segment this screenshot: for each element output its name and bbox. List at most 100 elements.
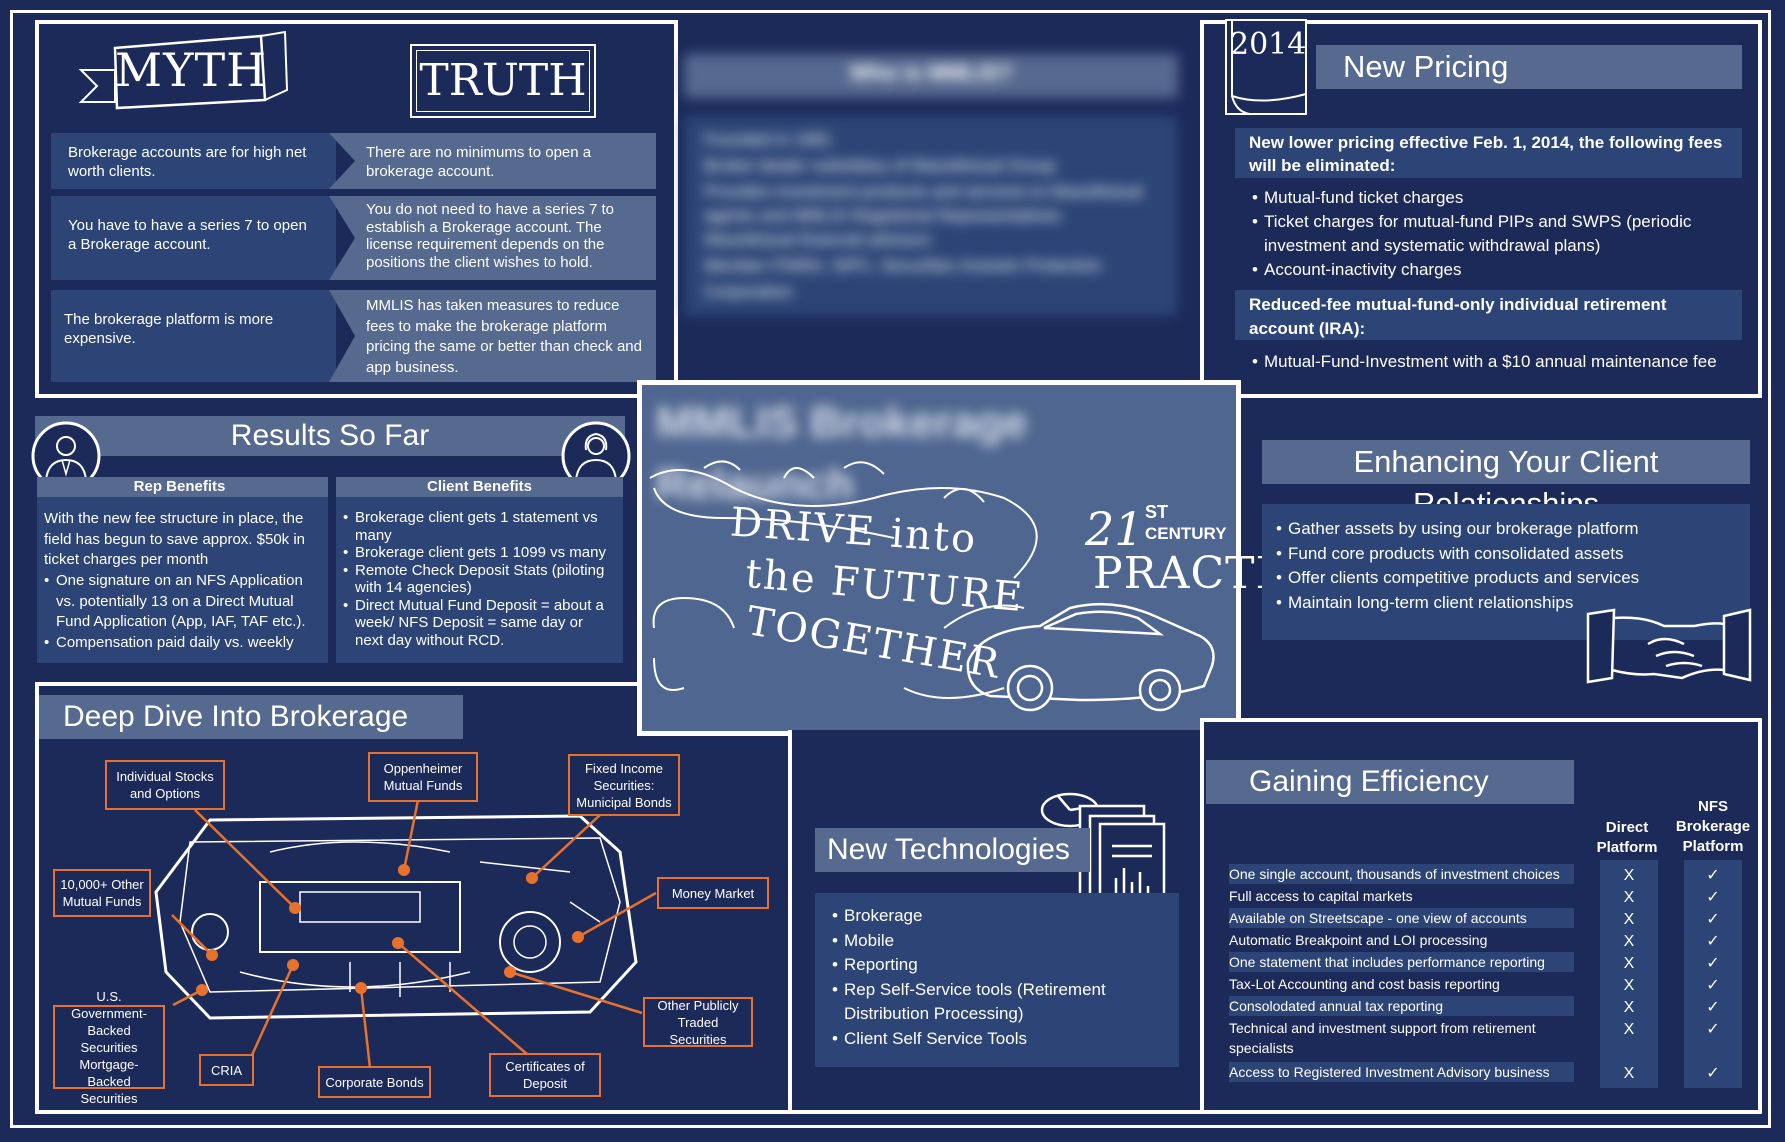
myth-row-1 — [51, 133, 336, 189]
myth-text-2: You have to have a series 7 to open a Br… — [68, 217, 307, 253]
myth-arrow-2 — [329, 196, 656, 280]
handshake-icon — [1586, 608, 1752, 684]
pricing-items-1: Mutual-fund ticket charges Ticket charge… — [1252, 186, 1732, 282]
results-title-bar — [35, 416, 625, 456]
new-pricing-title: New Pricing — [1343, 49, 1509, 84]
enhancing-item-1: Gather assets by using our brokerage pla… — [1276, 517, 1736, 542]
outer-frame — [10, 10, 1771, 1128]
client-benefits-head — [336, 477, 623, 497]
table-row: Access to Registered Investment Advisory… — [1229, 1062, 1574, 1082]
enhancing-title-bar — [1262, 440, 1750, 484]
table-row: One single account, thousands of investm… — [1229, 864, 1574, 884]
who-line-7: Corporation — [704, 282, 793, 301]
callout-corporate: Corporate Bonds — [318, 1066, 431, 1098]
callout-stocks: Individual Stocks and Options — [105, 760, 225, 810]
truth-text-1: There are no minimums to open a brokerag… — [366, 144, 592, 180]
new-tech-item-3: Reporting — [832, 953, 1172, 978]
truth-text-2: You do not need to have a series 7 to es… — [366, 201, 614, 271]
rep-benefits-title: Rep Benefits — [133, 478, 226, 495]
myth-row-3 — [51, 290, 336, 382]
new-tech-title: New Technologies — [827, 833, 1070, 866]
direct-x: X — [1623, 867, 1635, 884]
callout-other-public: Other Publicly Traded Securities — [643, 997, 753, 1047]
nfs-check: ✓ — [1706, 889, 1720, 906]
table-row: Available on Streetscape - one view of a… — [1229, 908, 1574, 928]
enhancing-item-2: Fund core products with consolidated ass… — [1276, 542, 1736, 567]
center-panel — [637, 380, 1241, 736]
who-line-5: MassMutual financial advisors — [704, 230, 931, 249]
rep-benefits-list: One signature on an NFS Application vs. … — [44, 571, 324, 653]
who-line-6: Member FINRA, SIPC, Securities Investor … — [704, 256, 1102, 275]
gaining-title: Gaining Efficiency — [1249, 765, 1489, 798]
new-tech-item-4: Rep Self-Service tools (Retirement Distr… — [832, 978, 1172, 1027]
nfs-check: ✓ — [1706, 977, 1720, 994]
col-direct-header: Direct Platform — [1596, 819, 1658, 856]
enhancing-list: Gather assets by using our brokerage pla… — [1276, 517, 1736, 615]
nfs-check: ✓ — [1706, 867, 1720, 884]
rep-benefit-2: Compensation paid daily vs. weekly — [44, 633, 324, 654]
pricing-subhead-2-bar — [1235, 290, 1742, 340]
pricing-item-3: Account-inactivity charges — [1252, 258, 1732, 282]
myth-arrow-3 — [329, 290, 656, 382]
direct-x: X — [1623, 1065, 1635, 1082]
sports-car-icon — [966, 602, 1215, 712]
client-benefit-4: Direct Mutual Fund Deposit = about a wee… — [343, 597, 615, 650]
direct-x: X — [1623, 889, 1635, 906]
calendar-year: 2014 — [1230, 27, 1307, 62]
pricing-subhead-2: Reduced-fee mutual-fund-only individual … — [1249, 295, 1667, 338]
new-pricing-title-bar — [1316, 45, 1742, 89]
myth-title: MYTH — [115, 43, 268, 97]
direct-x: X — [1623, 933, 1635, 950]
who-line-2: Broker-dealer subsidiary of MassMutual G… — [704, 156, 1056, 175]
myth-row-2 — [51, 196, 336, 280]
table-row: Full access to capital markets — [1229, 888, 1413, 904]
nfs-check: ✓ — [1706, 1021, 1720, 1038]
myth-text-1: Brokerage accounts are for high net wort… — [68, 144, 307, 180]
direct-x: X — [1623, 1021, 1635, 1038]
callout-cds: Certificates of Deposit — [489, 1053, 601, 1097]
nfs-check: ✓ — [1706, 911, 1720, 928]
badge-century: CENTURY — [1145, 524, 1227, 543]
new-tech-item-2: Mobile — [832, 929, 1172, 954]
direct-x: X — [1623, 911, 1635, 928]
rep-benefits-head — [37, 477, 328, 497]
rep-benefits-intro: With the new fee structure in place, the… — [44, 510, 306, 568]
direct-x: X — [1623, 999, 1635, 1016]
who-is-mmlis: Who is MMLIS? Founded in 1981 Broker-dea… — [680, 50, 1182, 320]
client-benefits-title: Client Benefits — [426, 478, 532, 495]
myth-arrow-1 — [329, 133, 656, 189]
new-tech-title-bar — [815, 828, 1090, 872]
nfs-check: ✓ — [1706, 999, 1720, 1016]
who-line-4: agents and MMLIS Registered Representati… — [704, 206, 1062, 225]
pricing-item-2: Ticket charges for mutual-fund PIPs and … — [1252, 210, 1732, 258]
results-title: Results So Far — [230, 419, 430, 452]
direct-x: X — [1623, 977, 1635, 994]
myth-text-3: The brokerage platform is more expensive… — [64, 311, 274, 347]
rep-benefit-1: One signature on an NFS Application vs. … — [44, 571, 324, 633]
truth-box — [410, 44, 596, 118]
myth-banner-icon — [78, 30, 289, 110]
badge-num: 21 — [1085, 502, 1144, 556]
col-nfs-header: NFS Brokerage Platform — [1675, 798, 1751, 855]
callout-oppenheimer: Oppenheimer Mutual Funds — [368, 752, 478, 802]
table-row: Automatic Breakpoint and LOI processing — [1229, 932, 1488, 948]
table-row: Consolodated annual tax reporting — [1229, 996, 1574, 1016]
client-benefits-list: Brokerage client gets 1 statement vs man… — [343, 509, 615, 649]
center-title: MMLIS Brokerage Relaunch — [656, 398, 1028, 509]
swirl-decoration — [649, 460, 1038, 699]
table-row: Technical and investment support from re… — [1229, 1020, 1536, 1056]
who-title: Who is MMLIS? — [849, 60, 1013, 85]
enhancing-item-3: Offer clients competitive products and s… — [1276, 566, 1736, 591]
callout-other-mf: 10,000+ Other Mutual Funds — [53, 869, 151, 917]
deep-dive-title-bar — [39, 695, 463, 739]
truth-text-3: MMLIS has taken measures to reduce fees … — [366, 297, 642, 376]
table-row: Tax-Lot Accounting and cost basis report… — [1229, 976, 1500, 992]
new-tech-list: Brokerage Mobile Reporting Rep Self-Serv… — [832, 904, 1172, 1051]
direct-x: X — [1623, 955, 1635, 972]
pricing-item-1: Mutual-fund ticket charges — [1252, 186, 1732, 210]
pricing-items-2: Mutual-Fund-Investment with a $10 annual… — [1252, 350, 1732, 374]
who-line-1: Founded in 1981 — [704, 130, 832, 149]
col-direct-bg — [1600, 860, 1658, 1088]
calendar-icon — [1225, 19, 1307, 115]
callout-money-market: Money Market — [657, 877, 769, 909]
